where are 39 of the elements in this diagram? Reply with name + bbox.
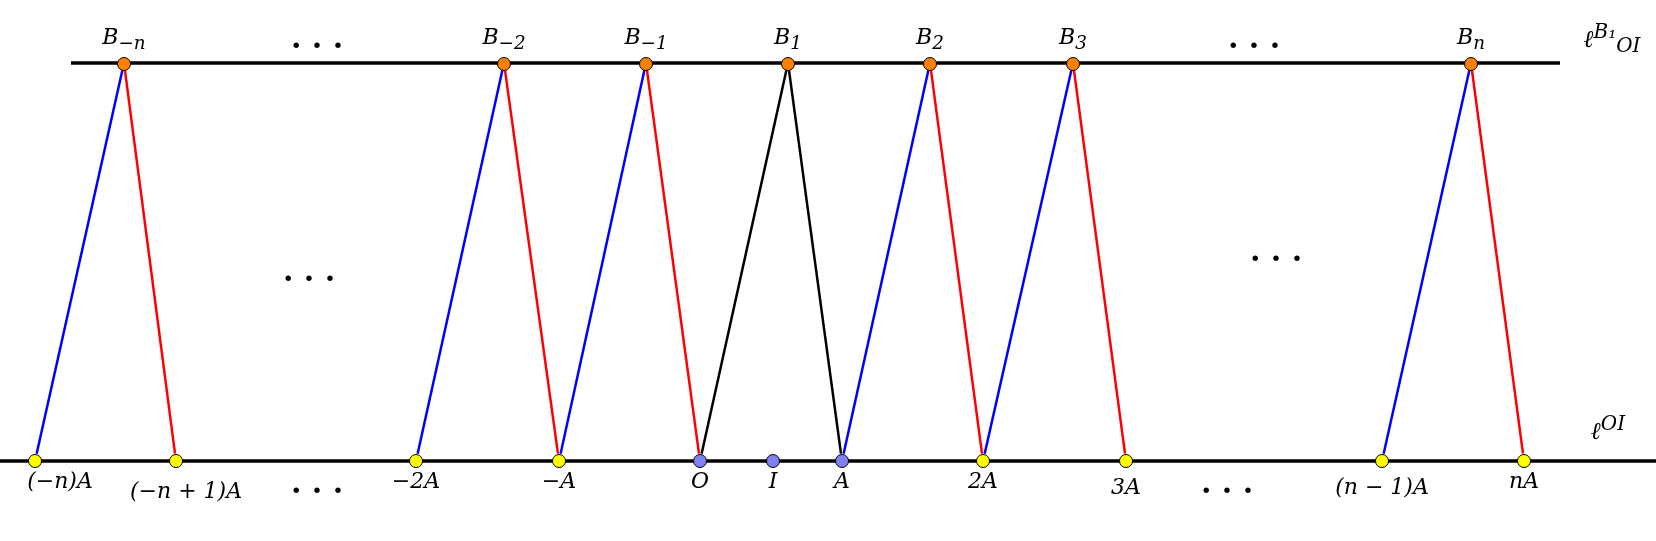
point-label: O	[690, 467, 709, 494]
line-segment	[559, 70, 646, 454]
point-label: (n − 1)A	[1335, 473, 1429, 500]
ellipsis: · · ·	[1249, 240, 1303, 276]
point-label: B$_{−n}$	[102, 24, 146, 56]
ellipsis: · · ·	[290, 27, 344, 63]
line-segment	[929, 70, 984, 454]
line-segment	[123, 70, 177, 454]
point-label: B$_{n}$	[1457, 24, 1485, 56]
point-label: (−n)A	[27, 467, 93, 494]
line-segment	[416, 70, 504, 454]
line-segment	[983, 70, 1073, 454]
line-segment	[700, 70, 788, 454]
point-label: 2A	[968, 467, 998, 494]
line-segment	[842, 70, 930, 454]
point-label: −2A	[391, 467, 441, 494]
line-segment	[645, 70, 701, 454]
point-label: B$_{3}$	[1059, 24, 1087, 56]
point-label: A	[834, 467, 850, 494]
point-label: −A	[541, 467, 577, 494]
line-segment	[35, 70, 124, 454]
point-label: nA	[1508, 467, 1540, 494]
ellipsis: · · ·	[1200, 472, 1254, 508]
line-segment	[503, 70, 560, 454]
point-label: 3A	[1111, 473, 1141, 500]
ellipsis: · · ·	[282, 260, 336, 296]
point-label: B$_{1}$	[774, 24, 802, 56]
ellipsis: · · ·	[290, 472, 344, 508]
point-label: B$_{−1}$	[624, 24, 668, 56]
point-label: (−n + 1)A	[129, 477, 243, 504]
line-segment	[1072, 70, 1127, 454]
line-label: ℓ$^{OI}$	[1590, 411, 1626, 445]
point-label: I	[768, 467, 778, 494]
line-segment	[1382, 70, 1471, 454]
line-segment	[1470, 70, 1525, 454]
point-label: B$_{2}$	[916, 24, 944, 56]
line-segment	[787, 70, 843, 454]
point-label: B$_{−2}$	[482, 24, 526, 56]
ellipsis: · · ·	[1227, 27, 1281, 63]
